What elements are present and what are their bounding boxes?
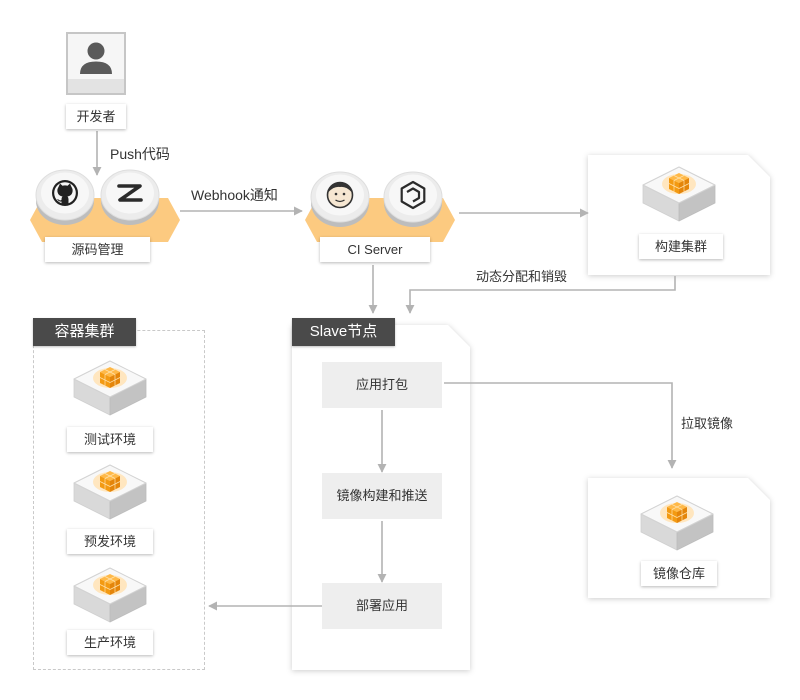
user-icon <box>66 32 126 95</box>
container-cluster-title: 容器集群 <box>33 318 136 346</box>
step-build-push-image: 镜像构建和推送 <box>322 473 442 519</box>
production-env-label: 生产环境 <box>67 630 153 655</box>
build-cluster-box-icon <box>642 166 716 222</box>
test-env-label: 测试环境 <box>67 427 153 452</box>
developer-avatar <box>66 32 126 95</box>
developer-label: 开发者 <box>66 104 126 129</box>
staging-env-label: 预发环境 <box>67 529 153 554</box>
pull-image-label: 拉取镜像 <box>681 416 734 431</box>
staging-env-box-icon <box>73 464 147 520</box>
hexagon-build-button <box>383 171 443 228</box>
github-icon <box>52 180 78 206</box>
production-env-box-icon <box>73 567 147 623</box>
webhook-label: Webhook通知 <box>191 187 278 203</box>
step-package-app: 应用打包 <box>322 362 442 408</box>
slave-node-title: Slave节点 <box>292 318 395 346</box>
image-registry-label: 镜像仓库 <box>641 561 717 586</box>
dynamic-allocation-label: 动态分配和销毁 <box>476 269 568 284</box>
code-host-icon <box>117 184 143 202</box>
image-registry-box-icon <box>640 495 714 551</box>
build-cluster-label: 构建集群 <box>639 234 723 259</box>
push-code-label: Push代码 <box>110 146 170 162</box>
github-button <box>35 169 95 226</box>
ci-server-label: CI Server <box>320 237 430 262</box>
arrow-package-to-image-registry <box>444 382 677 469</box>
jenkins-icon <box>326 181 354 209</box>
hexagon-build-icon <box>400 180 426 210</box>
jenkins-button <box>310 171 370 228</box>
test-env-box-icon <box>73 360 147 416</box>
code-host-button <box>100 169 160 226</box>
source-control-label: 源码管理 <box>45 237 150 262</box>
step-deploy-app: 部署应用 <box>322 583 442 629</box>
